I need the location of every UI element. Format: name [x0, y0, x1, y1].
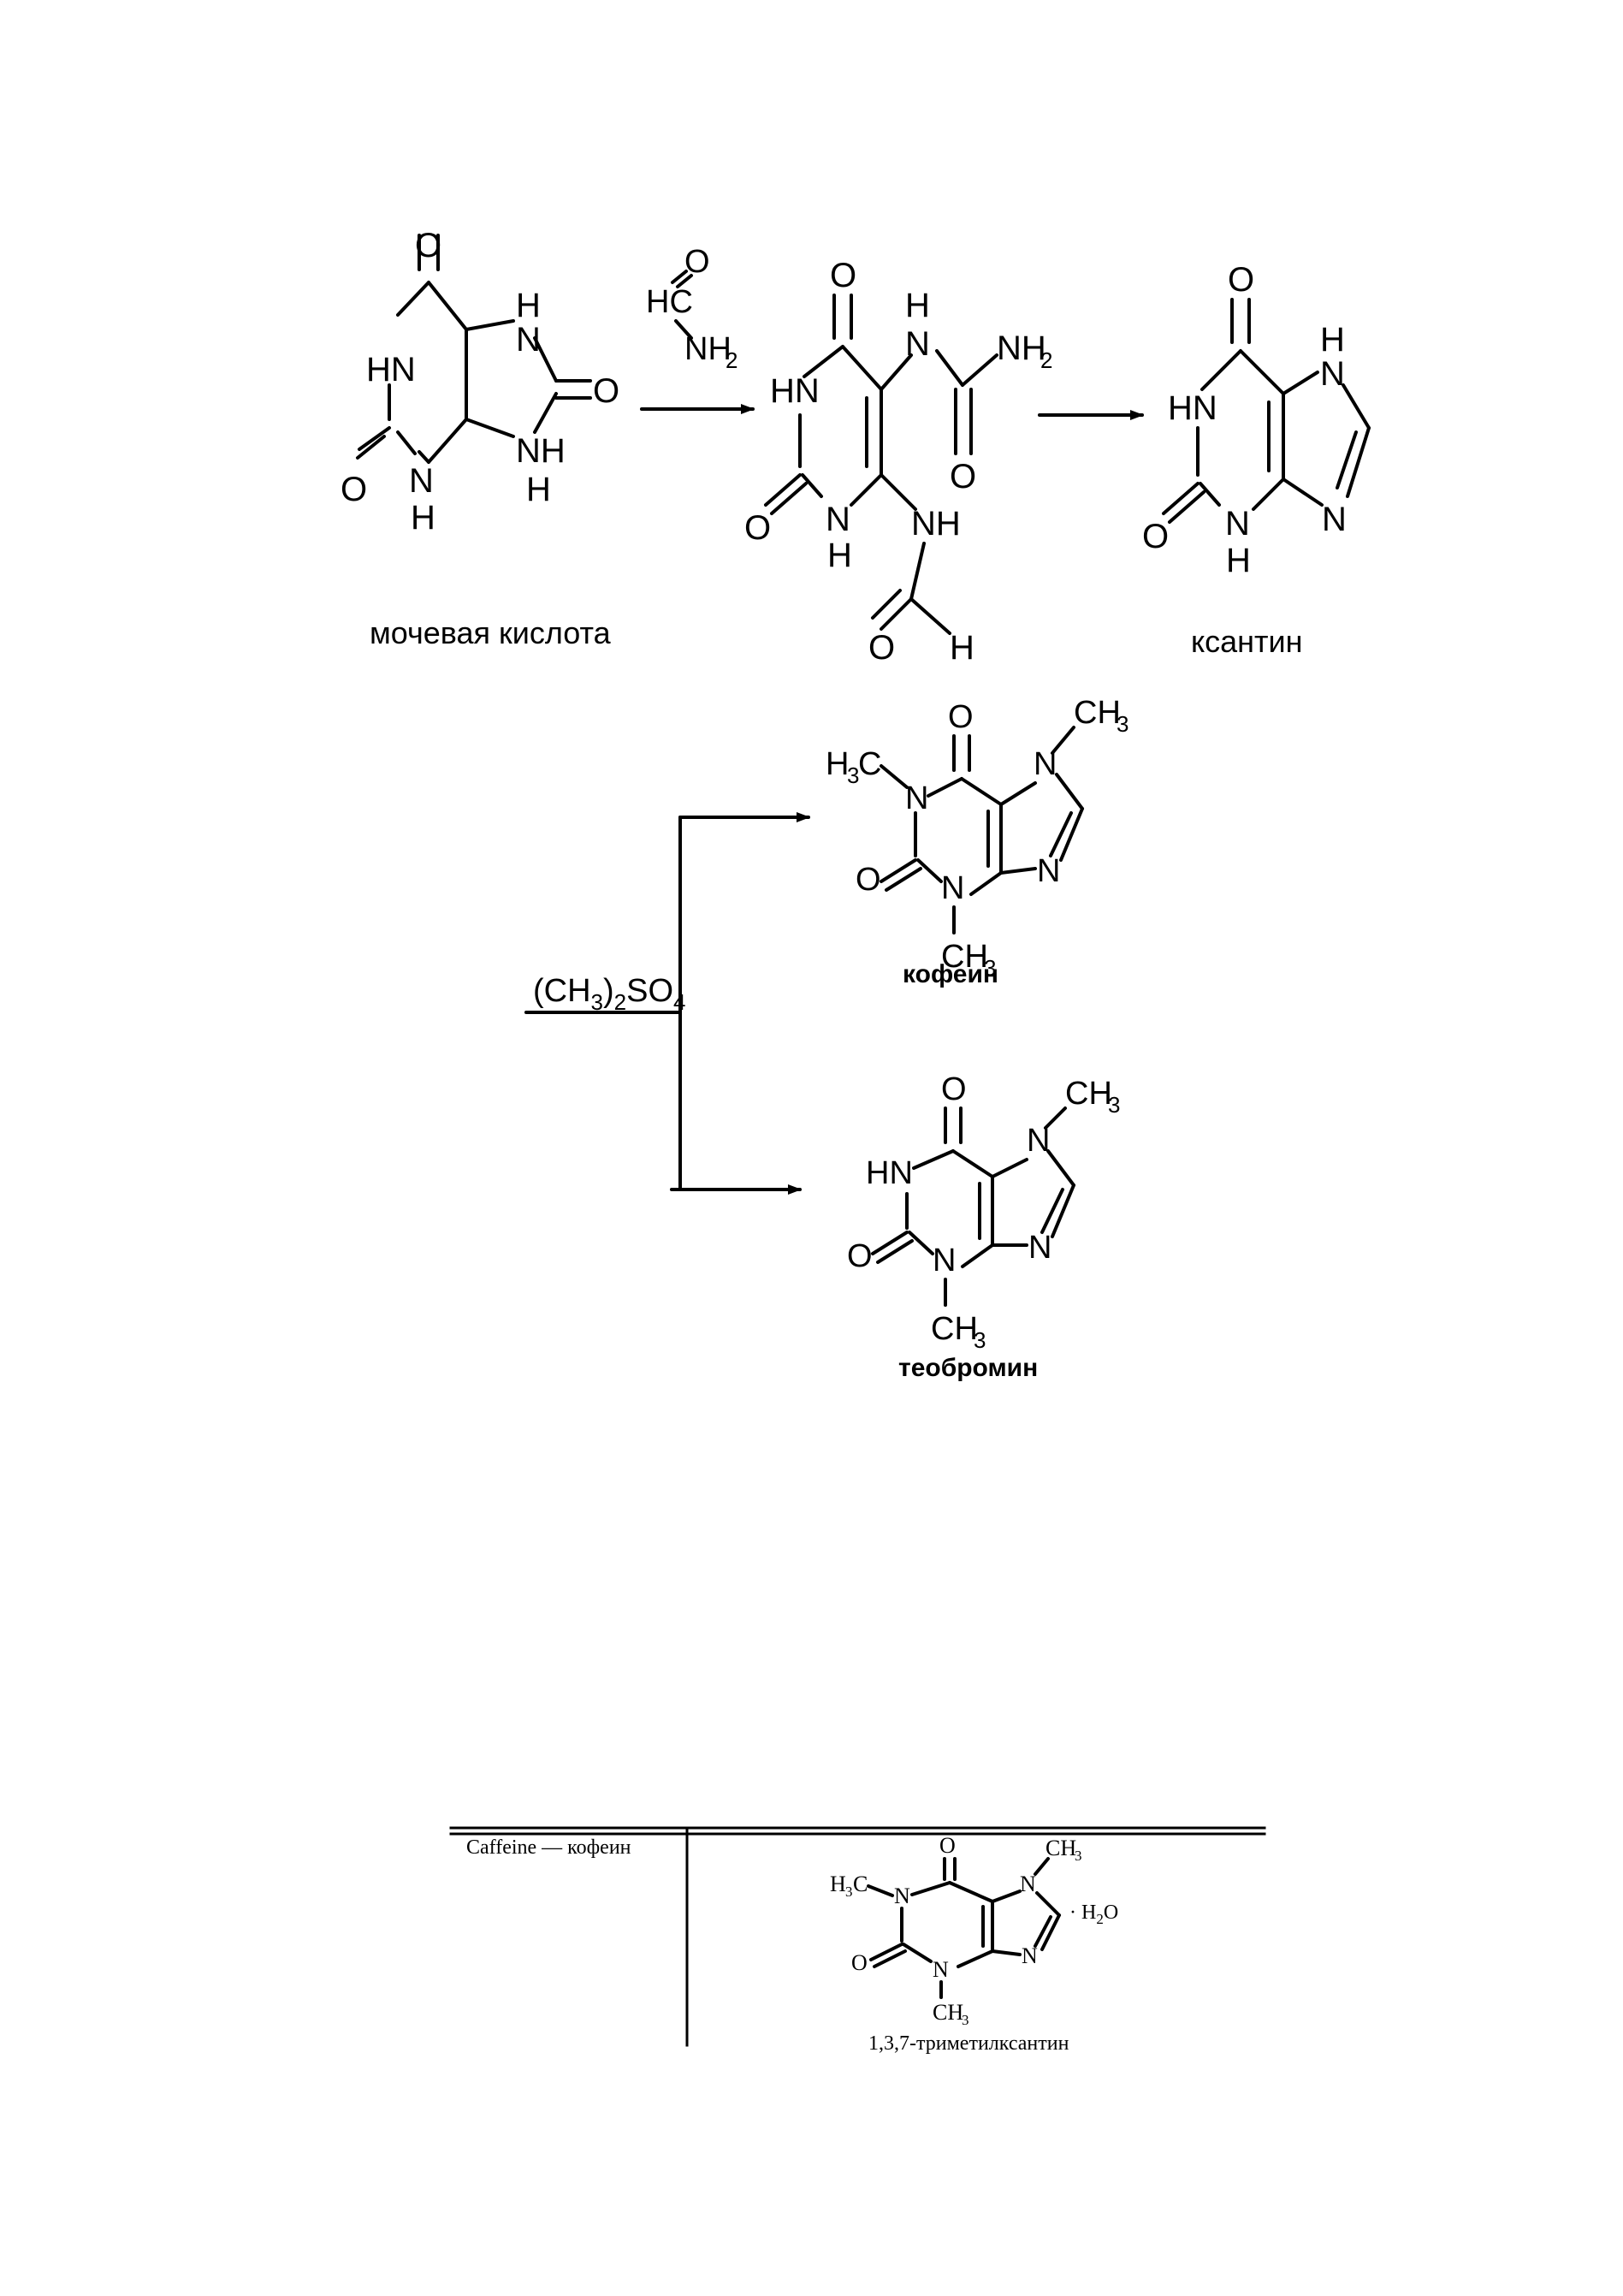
atom-o: O [684, 244, 710, 280]
subscript: 3 [962, 2012, 969, 2028]
xanthine-label: ксантин [1191, 624, 1303, 659]
atom-n: N [409, 462, 434, 500]
atom-h: H [516, 287, 541, 324]
atom-n: N [1020, 1872, 1036, 1896]
atom-n: N [1037, 853, 1060, 889]
atom-n: N [905, 325, 930, 363]
atom-o: O [415, 227, 441, 264]
atom-n: N [894, 1884, 910, 1908]
atom-h3c: H [826, 746, 849, 782]
atom-hn: HN [866, 1155, 913, 1191]
atom-o: O [830, 257, 856, 294]
atom-o: O [941, 1071, 967, 1107]
subscript: 2 [726, 347, 737, 373]
methylation-branch [524, 812, 810, 1195]
theobromine-label: теобромин [898, 1354, 1038, 1382]
atom-n: N [1320, 355, 1345, 393]
uric-acid-structure: O HN O N H H N O NH H [341, 227, 619, 537]
atom-ch3: CH [1074, 695, 1121, 731]
formamide-reagent: HC O NH 2 [646, 244, 737, 373]
subscript: 3 [847, 762, 859, 788]
subscript: 3 [1117, 711, 1128, 737]
atom-o: O [950, 458, 976, 495]
atom-n: N [941, 870, 964, 906]
atom-n: N [516, 321, 541, 359]
atom-h3c: C [853, 1872, 868, 1896]
atom-hc: HC [646, 284, 693, 320]
atom-o: O [1228, 261, 1254, 299]
atom-h3c: C [858, 746, 881, 782]
atom-h3c: H [830, 1872, 846, 1896]
atom-ch3: CH [933, 2000, 963, 2025]
xanthine-structure: O HN O N H H N N [1142, 261, 1371, 579]
atom-ch3: CH [941, 939, 988, 975]
atom-h: H [950, 629, 974, 667]
atom-n: N [1028, 1230, 1051, 1266]
atom-o: O [593, 372, 619, 410]
atom-n: N [826, 501, 850, 538]
subscript: 3 [1075, 1848, 1082, 1864]
subscript: 3 [984, 955, 996, 981]
caffeine-label: кофеин [903, 960, 998, 988]
atom-o: O [939, 1833, 956, 1858]
uric-acid-label: мочевая кислота [370, 615, 612, 650]
atom-h: H [827, 537, 852, 574]
atom-h: H [905, 287, 930, 324]
compound-name: 1,3,7-триметилксантин [868, 2032, 1069, 2055]
subscript: 3 [845, 1884, 853, 1900]
atom-n: N [933, 1957, 949, 1982]
methylation-reagent: (CH3)2SO4 [533, 973, 686, 1015]
caffeine-structure: O H 3 C N O N CH 3 N CH 3 N [826, 695, 1128, 981]
atom-o: O [1142, 518, 1169, 555]
atom-hn: HN [1168, 389, 1217, 427]
atom-h: H [1226, 542, 1251, 579]
atom-n: N [1225, 505, 1250, 543]
atom-ch3: CH [931, 1311, 978, 1347]
atom-o: O [341, 471, 367, 508]
caffeine-hydrate-structure: O H 3 C N O N CH 3 N CH 3 N [830, 1833, 1082, 2028]
atom-hn: HN [770, 372, 820, 410]
table-header-left: Caffeine — кофеин [466, 1836, 631, 1859]
atom-n: N [933, 1243, 956, 1279]
atom-o: O [868, 629, 895, 667]
atom-o: O [948, 699, 974, 735]
atom-n: N [1322, 501, 1347, 538]
subscript: 3 [974, 1327, 986, 1353]
atom-hn: HN [366, 351, 416, 389]
atom-ch3: CH [1065, 1076, 1112, 1112]
atom-nh2: NH [997, 329, 1046, 367]
atom-o: O [744, 509, 771, 547]
atom-nh: NH [516, 432, 566, 470]
atom-h: H [411, 499, 435, 537]
atom-n: N [905, 780, 928, 816]
atom-h: H [1320, 321, 1345, 359]
pharmacopoeia-table [449, 1826, 1266, 2047]
subscript: 3 [1108, 1092, 1120, 1118]
atom-o: O [856, 862, 881, 898]
theobromine-structure: O HN O N CH 3 N CH 3 N [847, 1071, 1120, 1353]
subscript: 2 [1040, 347, 1052, 373]
atom-ch3: CH [1045, 1836, 1076, 1860]
atom-o: O [847, 1238, 873, 1274]
atom-n: N [1022, 1943, 1038, 1968]
hydrate-label: · H2O [1069, 1901, 1118, 1927]
atom-o: O [851, 1950, 868, 1975]
intermediate-structure: O HN O N H H N NH 2 O NH O H [744, 257, 1052, 667]
atom-nh: NH [911, 505, 961, 543]
atom-h: H [526, 471, 551, 508]
